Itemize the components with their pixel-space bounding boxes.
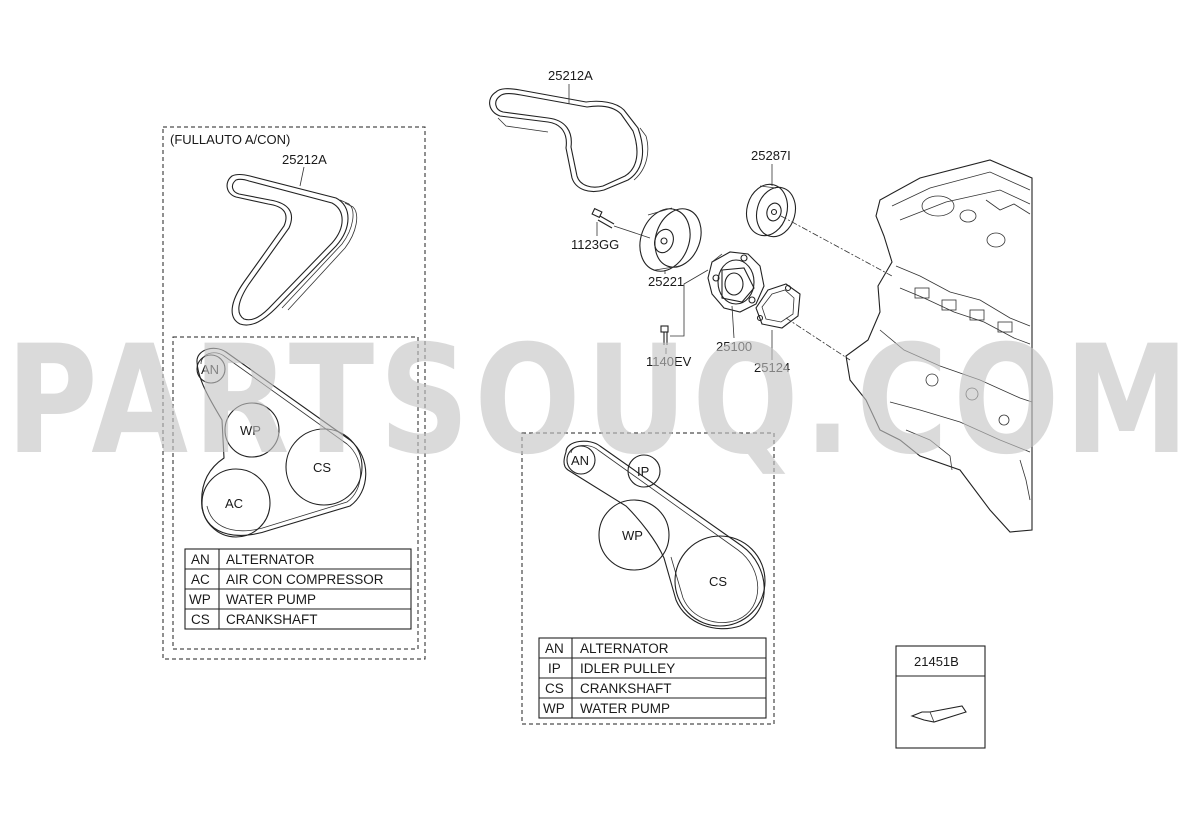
callout-21451b[interactable]: 21451B	[914, 654, 959, 669]
pulley-wp-label-mid: WP	[622, 528, 643, 543]
idler-pulley-illustration	[745, 183, 797, 238]
pulley-an-mid	[566, 445, 596, 475]
pulley-an-label-mid: AN	[571, 453, 589, 468]
belt-top-illustration	[489, 88, 649, 193]
legend-table-left: AN ALTERNATOR AC AIR CON COMPRESSOR WP W…	[184, 548, 412, 630]
bolt-1140ev-illustration	[660, 325, 669, 345]
belt-label-left[interactable]: 25212A	[282, 152, 327, 167]
legend-name: WATER PUMP	[580, 701, 670, 716]
legend-name: WATER PUMP	[226, 592, 316, 607]
gasket-illustration	[755, 283, 801, 329]
legend-code: CS	[545, 681, 564, 696]
pulley-an-left	[196, 354, 226, 384]
pulley-cs-label-mid: CS	[709, 574, 727, 589]
pulley-wp-mid	[598, 499, 670, 571]
callout-25212a-top[interactable]: 25212A	[548, 68, 593, 83]
pulley-ac-label-left: AC	[225, 496, 243, 511]
legend-name: AIR CON COMPRESSOR	[226, 572, 384, 587]
legend-name: IDLER PULLEY	[580, 661, 675, 676]
bolt-1123gg-illustration	[591, 207, 615, 229]
engine-block-illustration	[845, 159, 1033, 533]
legend-code: WP	[189, 592, 211, 607]
pulley-cs-label-left: CS	[313, 460, 331, 475]
tensioner-pulley-illustration	[639, 207, 702, 272]
pulley-an-label-left: AN	[201, 362, 219, 377]
pulley-ac-left	[201, 468, 271, 538]
sealant-box: 21451B	[895, 645, 986, 749]
legend-code: IP	[548, 661, 561, 676]
callout-1123gg[interactable]: 1123GG	[571, 237, 619, 252]
pulley-ip-label-mid: IP	[637, 464, 649, 479]
legend-code: WP	[543, 701, 565, 716]
callout-25100[interactable]: 25100	[716, 339, 752, 354]
callout-25287i[interactable]: 25287I	[751, 148, 791, 163]
pulley-wp-label-left: WP	[240, 423, 261, 438]
full-auto-panel: (FULLAUTO A/CON) 25212A AN WP CS AC	[162, 126, 426, 660]
standard-panel: AN IP WP CS AN ALTERNATOR IP IDLER PULLE…	[521, 432, 775, 725]
pulley-wp-left	[224, 402, 280, 458]
legend-name: ALTERNATOR	[580, 641, 669, 656]
sealant-tube-icon	[910, 705, 967, 723]
legend-table-middle: AN ALTERNATOR IP IDLER PULLEY CS CRANKSH…	[538, 637, 767, 719]
pulley-ip-mid	[627, 454, 661, 488]
legend-code: AC	[191, 572, 210, 587]
belt-routing-left: AN WP CS AC	[196, 347, 367, 538]
belt-illustration-left	[226, 173, 358, 326]
pulley-cs-mid	[674, 535, 766, 627]
belt-routing-middle: AN IP WP CS	[563, 440, 766, 630]
callout-1140ev[interactable]: 1140EV	[646, 354, 692, 369]
pulley-cs-left	[285, 428, 363, 506]
callout-25221[interactable]: 25221	[648, 274, 684, 289]
legend-code: AN	[545, 641, 564, 656]
watermark: PARTSOUQ.COM	[6, 314, 1194, 488]
legend-name: ALTERNATOR	[226, 552, 315, 567]
legend-name: CRANKSHAFT	[226, 612, 318, 627]
legend-code: AN	[191, 552, 210, 567]
water-pump-illustration	[707, 251, 765, 313]
legend-code: CS	[191, 612, 210, 627]
full-auto-caption: (FULLAUTO A/CON)	[170, 132, 290, 147]
callout-25124[interactable]: 25124	[754, 360, 790, 375]
legend-name: CRANKSHAFT	[580, 681, 672, 696]
